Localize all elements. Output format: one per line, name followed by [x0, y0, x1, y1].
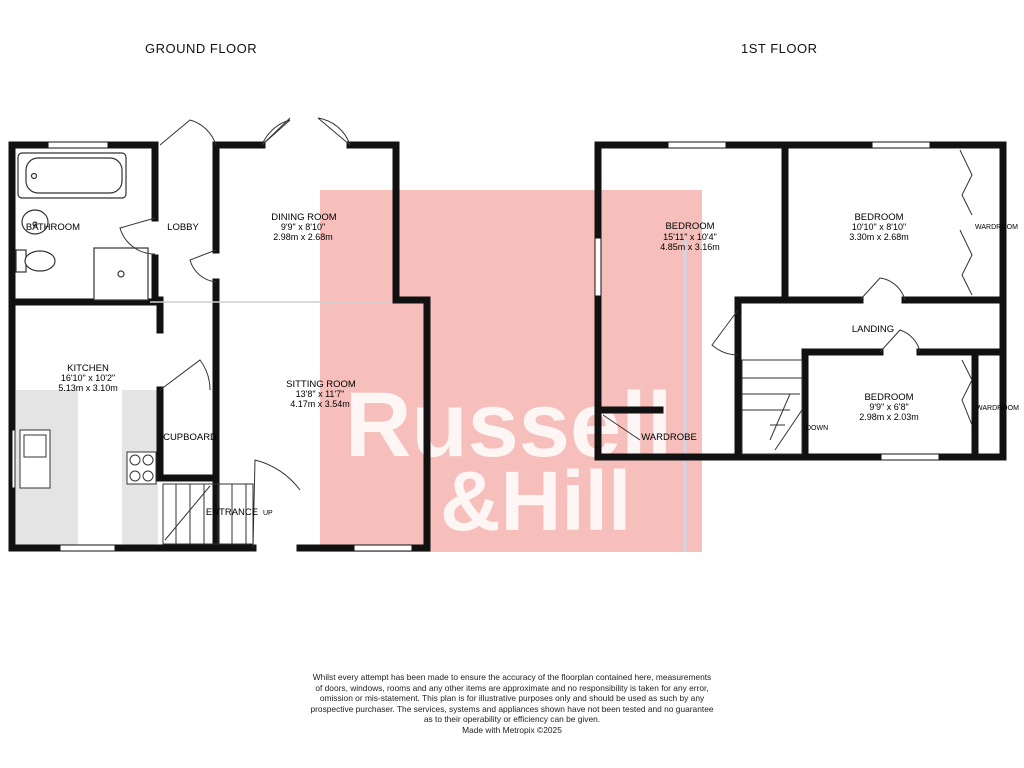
ground-floor-title: GROUND FLOOR	[145, 41, 258, 56]
shower-tray	[93, 247, 149, 301]
dining-room-metric: 2.98m x 2.68m	[273, 232, 333, 242]
wardrobe2-label: WARDROOM	[975, 224, 1018, 231]
dining-room-label: DINING ROOM	[271, 212, 337, 223]
bedroom1-label: BEDROOM	[665, 221, 714, 232]
sitting-room-imperial: 13'8" x 11'7"	[296, 389, 345, 399]
kitchen-sink	[19, 429, 51, 489]
ground-room-labels: BATHROOM LOBBY DINING ROOM 9'9" x 8'10" …	[26, 212, 356, 518]
ground-windows	[11, 141, 413, 552]
bathroom-label: BATHROOM	[26, 222, 80, 233]
hob	[126, 451, 157, 485]
bedroom3-imperial: 9'9" x 6'8"	[869, 402, 908, 412]
ground-stairs	[162, 483, 254, 545]
first-stairs	[741, 359, 803, 455]
toilet	[15, 249, 56, 273]
wardrobe-label: WARDROBE	[641, 432, 697, 443]
first-floor: BEDROOM 15'11" x 10'4" 4.85m x 3.16m BED…	[594, 141, 1019, 552]
disclaimer-line: Made with Metropix ©2025	[462, 724, 562, 735]
kitchen-metric: 5.13m x 3.10m	[58, 383, 118, 393]
first-doors	[602, 149, 973, 441]
bedroom3-label: BEDROOM	[864, 392, 913, 403]
disclaimer-line: prospective purchaser. The services, sys…	[310, 703, 714, 714]
bath	[17, 152, 127, 199]
cupboard-label: CUPBOARD	[163, 432, 217, 443]
entrance-label: ENTRANCE	[206, 507, 258, 518]
bedroom2-imperial: 10'10" x 8'10"	[852, 222, 906, 232]
bedroom1-metric: 4.85m x 3.16m	[660, 242, 720, 252]
kitchen-label: KITCHEN	[67, 363, 109, 374]
disclaimer-line: Whilst every attempt has been made to en…	[312, 672, 712, 682]
first-room-labels: BEDROOM 15'11" x 10'4" 4.85m x 3.16m BED…	[641, 212, 1019, 443]
first-walls	[594, 141, 1007, 461]
watermark-line2: &Hill	[440, 454, 631, 548]
wardrobe3-label: WARDROOM	[976, 405, 1019, 412]
landing-label: LANDING	[852, 324, 894, 335]
sitting-room-label: SITTING ROOM	[286, 379, 356, 390]
bedroom1-imperial: 15'11" x 10'4"	[663, 232, 717, 242]
bedroom3-metric: 2.98m x 2.03m	[859, 412, 919, 422]
ground-doors	[119, 117, 351, 549]
dining-room-imperial: 9'9" x 8'10"	[281, 222, 325, 232]
stair-down-label: DOWN	[806, 425, 828, 432]
disclaimer-line: as to their operability or efficiency ca…	[423, 714, 601, 725]
basin	[21, 209, 49, 235]
disclaimer-line: of doors, windows, rooms and any other i…	[315, 682, 709, 693]
watermark-panel	[320, 190, 702, 552]
watermark: Russell &Hill	[320, 190, 702, 552]
bedroom2-metric: 3.30m x 2.68m	[849, 232, 909, 242]
first-floor-title: 1ST FLOOR	[741, 41, 818, 56]
first-windows	[594, 141, 940, 461]
bedroom2-label: BEDROOM	[854, 212, 903, 223]
disclaimer: Whilst every attempt has been made to en…	[300, 672, 724, 736]
kitchen-imperial: 16'10" x 10'2"	[61, 373, 115, 383]
disclaimer-line: omission or mis-statement. This plan is …	[319, 693, 705, 704]
ground-walls	[8, 141, 431, 552]
lobby-label: LOBBY	[167, 222, 199, 233]
stair-up-label: UP	[263, 510, 273, 517]
sitting-room-metric: 4.17m x 3.54m	[290, 399, 350, 409]
ground-floor: BATHROOM LOBBY DINING ROOM 9'9" x 8'10" …	[8, 117, 431, 552]
